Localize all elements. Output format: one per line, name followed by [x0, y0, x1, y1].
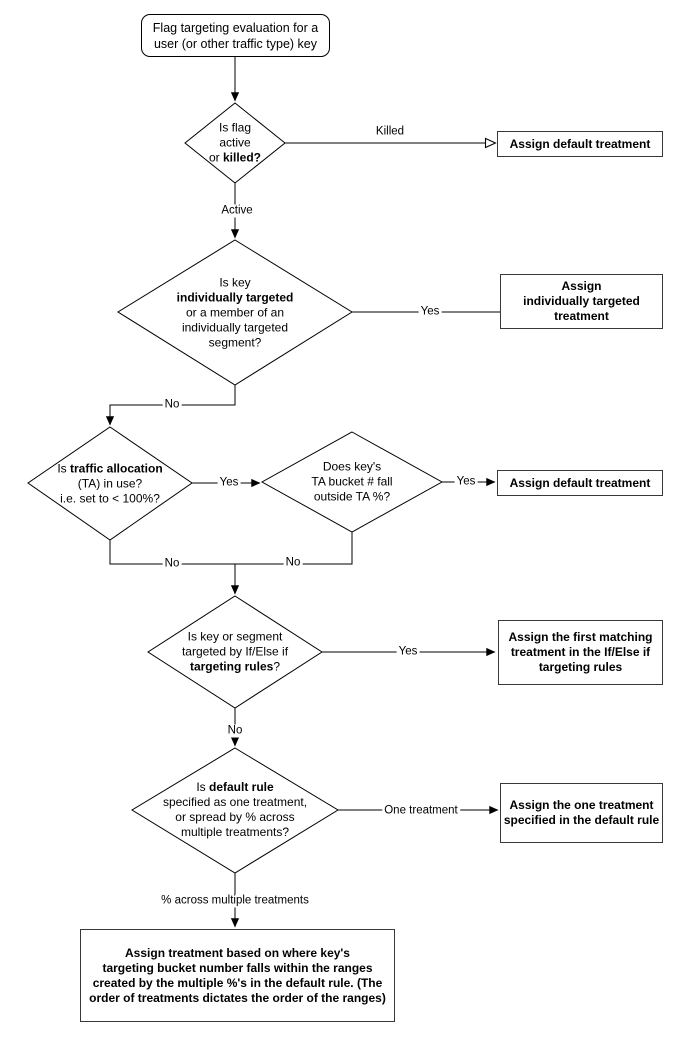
edge-label-pct-across: % across multiple treatments — [159, 894, 311, 908]
assign-default-treatment-killed-box: Assign default treatment — [497, 131, 663, 157]
assign-treatment-ranges-box: Assign treatment based on where key's ta… — [80, 929, 395, 1022]
assign-individually-targeted-box: Assign individually targeted treatment — [500, 274, 663, 329]
decision-individual-shape — [117, 239, 353, 386]
decision-default-rule-shape — [131, 747, 339, 874]
decision-default-rule-label: Is default rule specified as one treatme… — [162, 780, 308, 839]
decision-bucket-label: Does key's TA bucket # fall outside TA %… — [311, 459, 393, 504]
edge-label-rules-no: No — [225, 724, 245, 738]
edge-label-rules-yes: Yes — [396, 645, 420, 659]
edge-label-active: Active — [219, 204, 255, 218]
decision-bucket-shape — [260, 431, 444, 533]
edge-bucket-no — [235, 532, 353, 565]
edge-label-individual-yes: Yes — [418, 305, 442, 319]
decision-flag-label: Is flag active or killed? — [208, 120, 262, 165]
edge-label-bucket-yes: Yes — [454, 475, 478, 489]
start-node-line2: user (or other traffic type) key — [153, 36, 317, 51]
edge-label-ta-no: No — [162, 557, 182, 571]
decision-rules-label: Is key or segment targeted by If/Else if… — [181, 629, 289, 674]
edge-label-bucket-no: No — [283, 556, 303, 570]
edge-label-killed: Killed — [373, 125, 407, 139]
decision-ta-shape — [27, 426, 193, 541]
decision-rules-shape — [147, 595, 323, 709]
start-node: Flag targeting evaluation for a user (or… — [141, 14, 330, 57]
edge-ta-no — [109, 540, 235, 565]
assign-default-treatment-ta-box: Assign default treatment — [497, 470, 663, 496]
assign-first-matching-treatment-box: Assign the first matching treatment in t… — [498, 620, 663, 685]
decision-flag-shape — [184, 102, 286, 184]
start-node-line1: Flag targeting evaluation for a — [152, 20, 319, 35]
decision-ta-label: Is traffic allocation (TA) in use? i.e. … — [57, 461, 163, 506]
assign-one-treatment-box: Assign the one treatment specified in th… — [500, 783, 663, 843]
edge-label-ta-yes: Yes — [217, 476, 241, 490]
decision-individual-label: Is key individually targeted or a member… — [176, 275, 294, 350]
edge-label-individual-no: No — [162, 398, 182, 412]
edge-label-one-treatment: One treatment — [382, 804, 460, 818]
